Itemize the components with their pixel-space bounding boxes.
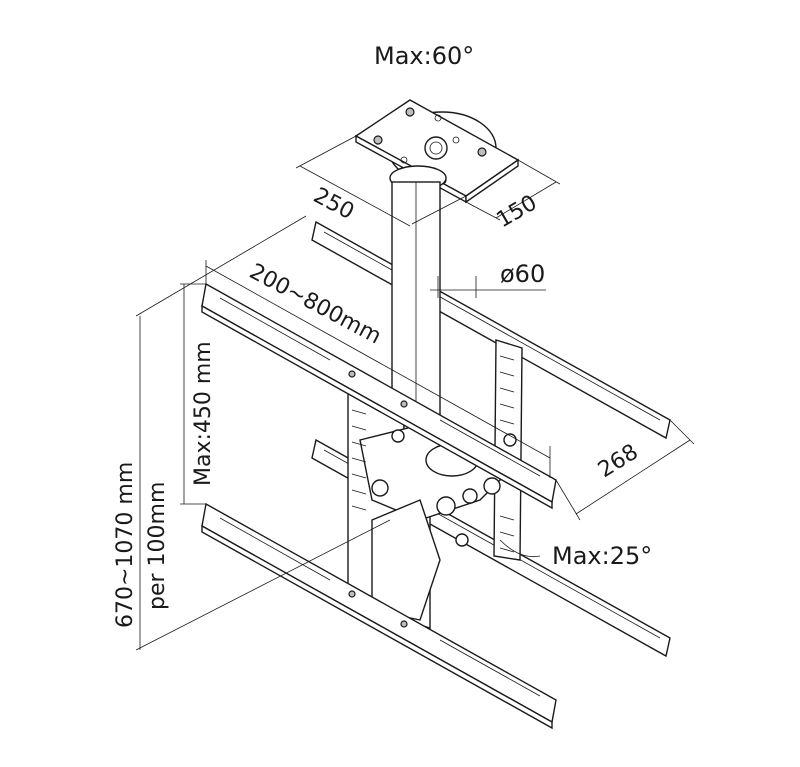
label-plate-width: 150 bbox=[493, 191, 542, 234]
dim-height-range bbox=[135, 215, 391, 651]
dim-plate-width bbox=[465, 159, 561, 221]
front-lower-rail bbox=[201, 502, 557, 730]
dim-plate-depth bbox=[295, 135, 467, 227]
label-tilt-top: Max:60° bbox=[374, 42, 474, 70]
dim-depth bbox=[555, 419, 695, 521]
label-height-step: per 100mm bbox=[145, 482, 170, 610]
dim-rail-span bbox=[205, 260, 551, 478]
label-depth: 268 bbox=[594, 440, 643, 483]
pole bbox=[391, 181, 441, 423]
label-plate-depth: 250 bbox=[309, 183, 358, 225]
tilt-arc-bottom bbox=[499, 539, 541, 558]
label-pole-diameter: ø60 bbox=[500, 260, 545, 288]
center-hole-icon bbox=[424, 136, 448, 160]
dim-pole-diameter bbox=[430, 276, 546, 298]
label-height-range: 670~1070 mm bbox=[113, 462, 138, 628]
dim-vertical-span bbox=[180, 283, 206, 505]
label-vertical-span: Max:450 mm bbox=[191, 341, 216, 486]
front-upper-rail bbox=[201, 282, 557, 510]
tilt-bracket bbox=[347, 339, 523, 629]
label-tilt-bottom: Max:25° bbox=[552, 542, 652, 570]
